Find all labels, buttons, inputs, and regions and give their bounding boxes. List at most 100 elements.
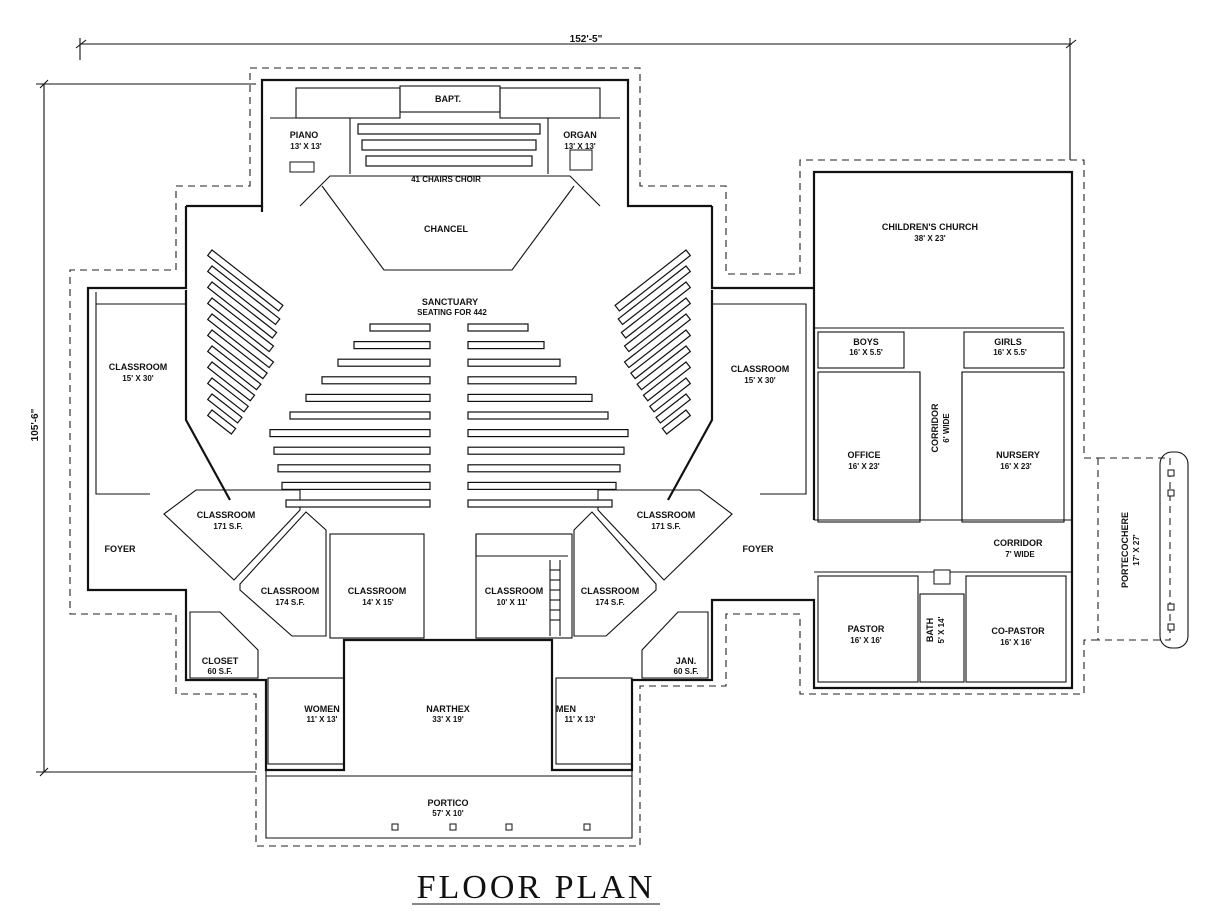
- corridor-vertical-label: CORRIDOR: [930, 403, 940, 452]
- piano-label: PIANO: [290, 130, 319, 140]
- angled-pew-left: [206, 393, 243, 424]
- angled-pew-left: [206, 297, 275, 353]
- corridor-horizontal-size: 7' WIDE: [1005, 550, 1035, 559]
- portecochere-label: PORTECOCHERE: [1120, 512, 1130, 588]
- pew-left: [269, 429, 431, 438]
- men-label: MEN: [556, 704, 576, 714]
- childrens-church-size: 38' X 23': [914, 234, 945, 243]
- pew-right: [467, 499, 613, 508]
- women-label: WOMEN: [304, 704, 340, 714]
- bath-label: BATH: [925, 618, 935, 642]
- girls-label: GIRLS: [994, 337, 1022, 347]
- angled-pew-left: [206, 377, 250, 413]
- pew-left: [273, 446, 431, 455]
- stairs: [549, 560, 561, 636]
- angled-pew-right: [642, 361, 692, 402]
- classroom-10x11-label: CLASSROOM: [485, 586, 544, 596]
- building-walls: [86, 78, 1189, 839]
- pew-right: [467, 429, 629, 438]
- pew-right: [467, 376, 577, 385]
- narthex-label: NARTHEX: [426, 704, 470, 714]
- dimension-lines: [36, 38, 1077, 777]
- pew-left: [305, 393, 431, 402]
- classroom-174-right-size: 174 S.F.: [595, 598, 624, 607]
- sanctuary-pews: [269, 323, 629, 508]
- sanctuary-seating: SEATING FOR 442: [417, 308, 487, 317]
- classroom-171-right-size: 171 S.F.: [651, 522, 680, 531]
- pastor-label: PASTOR: [848, 624, 885, 634]
- angled-pew-right: [623, 313, 692, 369]
- portico-size: 57' X 10': [432, 809, 463, 818]
- jan-size: 60 S.F.: [674, 667, 699, 676]
- classroom-14x15-size: 14' X 15': [362, 598, 393, 607]
- childrens-church-label: CHILDREN'S CHURCH: [882, 222, 978, 232]
- narthex-size: 33' X 19': [432, 715, 463, 724]
- classroom-171-right-label: CLASSROOM: [637, 510, 696, 520]
- classroom-right-label: CLASSROOM: [731, 364, 790, 374]
- classroom-174-left-size: 174 S.F.: [275, 598, 304, 607]
- sanctuary-label: SANCTUARY: [422, 297, 478, 307]
- classroom-171-left-label: CLASSROOM: [197, 510, 256, 520]
- pew-right: [467, 341, 545, 350]
- pew-left: [337, 358, 431, 367]
- classroom-171-left-size: 171 S.F.: [213, 522, 242, 531]
- choir-label: 41 CHAIRS CHOIR: [411, 175, 481, 184]
- angled-pew-right: [655, 393, 692, 424]
- angled-pew-right: [620, 281, 692, 339]
- girls-size: 16' X 5.5': [993, 348, 1027, 357]
- co-pastor-label: CO-PASTOR: [991, 626, 1045, 636]
- closet-label: CLOSET: [202, 656, 239, 666]
- angled-pew-right: [636, 345, 692, 391]
- pew-right: [467, 464, 621, 473]
- office-size: 16' X 23': [848, 462, 879, 471]
- choir-seating: [289, 123, 593, 173]
- classroom-14x15-label: CLASSROOM: [348, 586, 407, 596]
- depth-dimension: 105'-6": [30, 408, 41, 441]
- organ-size: 13' X 13': [564, 142, 595, 151]
- pew-right: [467, 323, 529, 332]
- jan-label: JAN.: [676, 656, 697, 666]
- angled-pew-right: [614, 249, 692, 312]
- angled-pew-left: [206, 409, 237, 435]
- pew-left: [321, 376, 431, 385]
- angled-pew-left: [206, 345, 262, 391]
- angled-pew-left: [206, 281, 278, 339]
- nursery-label: NURSERY: [996, 450, 1040, 460]
- portico-label: PORTICO: [427, 798, 468, 808]
- boys-size: 16' X 5.5': [849, 348, 883, 357]
- angled-pew-left: [206, 265, 281, 326]
- angled-pew-left: [206, 313, 275, 369]
- angled-pew-right: [617, 265, 692, 326]
- organ-label: ORGAN: [563, 130, 597, 140]
- pew-left: [369, 323, 431, 332]
- chancel-label: CHANCEL: [424, 224, 469, 234]
- roof-outline: [69, 67, 1171, 847]
- women-size: 11' X 13': [307, 715, 338, 724]
- classroom-174-right-label: CLASSROOM: [581, 586, 640, 596]
- pew-right: [467, 358, 561, 367]
- corridor-horizontal-label: CORRIDOR: [994, 538, 1043, 548]
- piano-size: 13' X 13': [290, 142, 321, 151]
- bapt-label: BAPT.: [435, 94, 461, 104]
- pew-right: [467, 481, 617, 490]
- pew-left: [289, 411, 431, 420]
- bath-size: 5' X 14': [937, 616, 946, 643]
- pew-left: [277, 464, 431, 473]
- width-dimension: 152'-5": [570, 34, 603, 45]
- foyer-left-label: FOYER: [104, 544, 136, 554]
- nursery-size: 16' X 23': [1000, 462, 1031, 471]
- office-label: OFFICE: [848, 450, 881, 460]
- pastor-size: 16' X 16': [850, 636, 881, 645]
- portecochere-size: 17' X 27': [1132, 534, 1141, 565]
- co-pastor-size: 16' X 16': [1000, 638, 1031, 647]
- angled-pew-right: [648, 377, 692, 413]
- corridor-vertical-size: 6' WIDE: [942, 413, 951, 443]
- angled-pew-left: [206, 329, 269, 380]
- portico-columns: [391, 469, 1175, 831]
- men-size: 11' X 13': [565, 715, 596, 724]
- pew-left: [353, 341, 431, 350]
- pew-left: [281, 481, 431, 490]
- pew-right: [467, 411, 609, 420]
- classroom-left-label: CLASSROOM: [109, 362, 168, 372]
- angled-pew-left: [206, 249, 284, 312]
